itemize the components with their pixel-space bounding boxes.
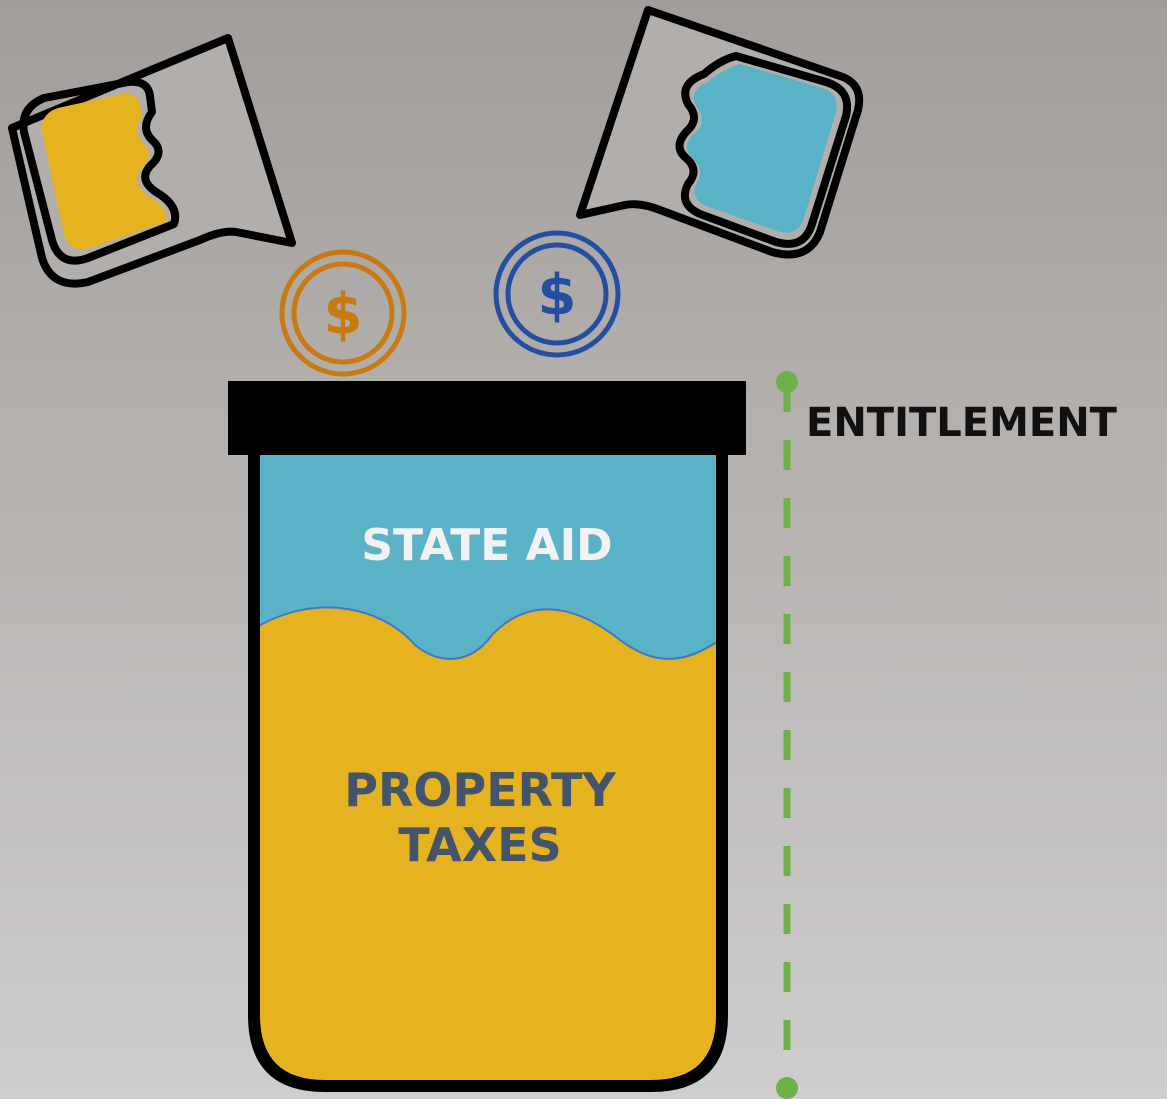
right-dollar-coin-icon: $: [493, 230, 621, 358]
entitlement-top-dot: [776, 371, 798, 393]
left-coin-symbol: $: [324, 282, 363, 347]
right-bucket-fill: [686, 64, 837, 233]
left-bucket-icon: [8, 34, 296, 288]
entitlement-bottom-dot: [776, 1077, 798, 1099]
right-bucket-icon: [576, 6, 864, 259]
entitlement-label: ENTITLEMENT: [806, 400, 1118, 446]
jar-icon: STATE AID PROPERTY TAXES: [228, 381, 746, 1092]
entitlement-marker: ENTITLEMENT: [776, 371, 1118, 1099]
left-bucket-fill: [41, 93, 167, 250]
state-aid-label: STATE AID: [361, 520, 612, 571]
property-taxes-label-line1: PROPERTY: [344, 763, 616, 817]
left-dollar-coin-icon: $: [279, 249, 407, 377]
property-taxes-fill: [260, 606, 716, 1080]
jar-lid: [228, 381, 746, 455]
property-taxes-label-line2: TAXES: [398, 818, 561, 872]
right-coin-symbol: $: [538, 263, 577, 328]
